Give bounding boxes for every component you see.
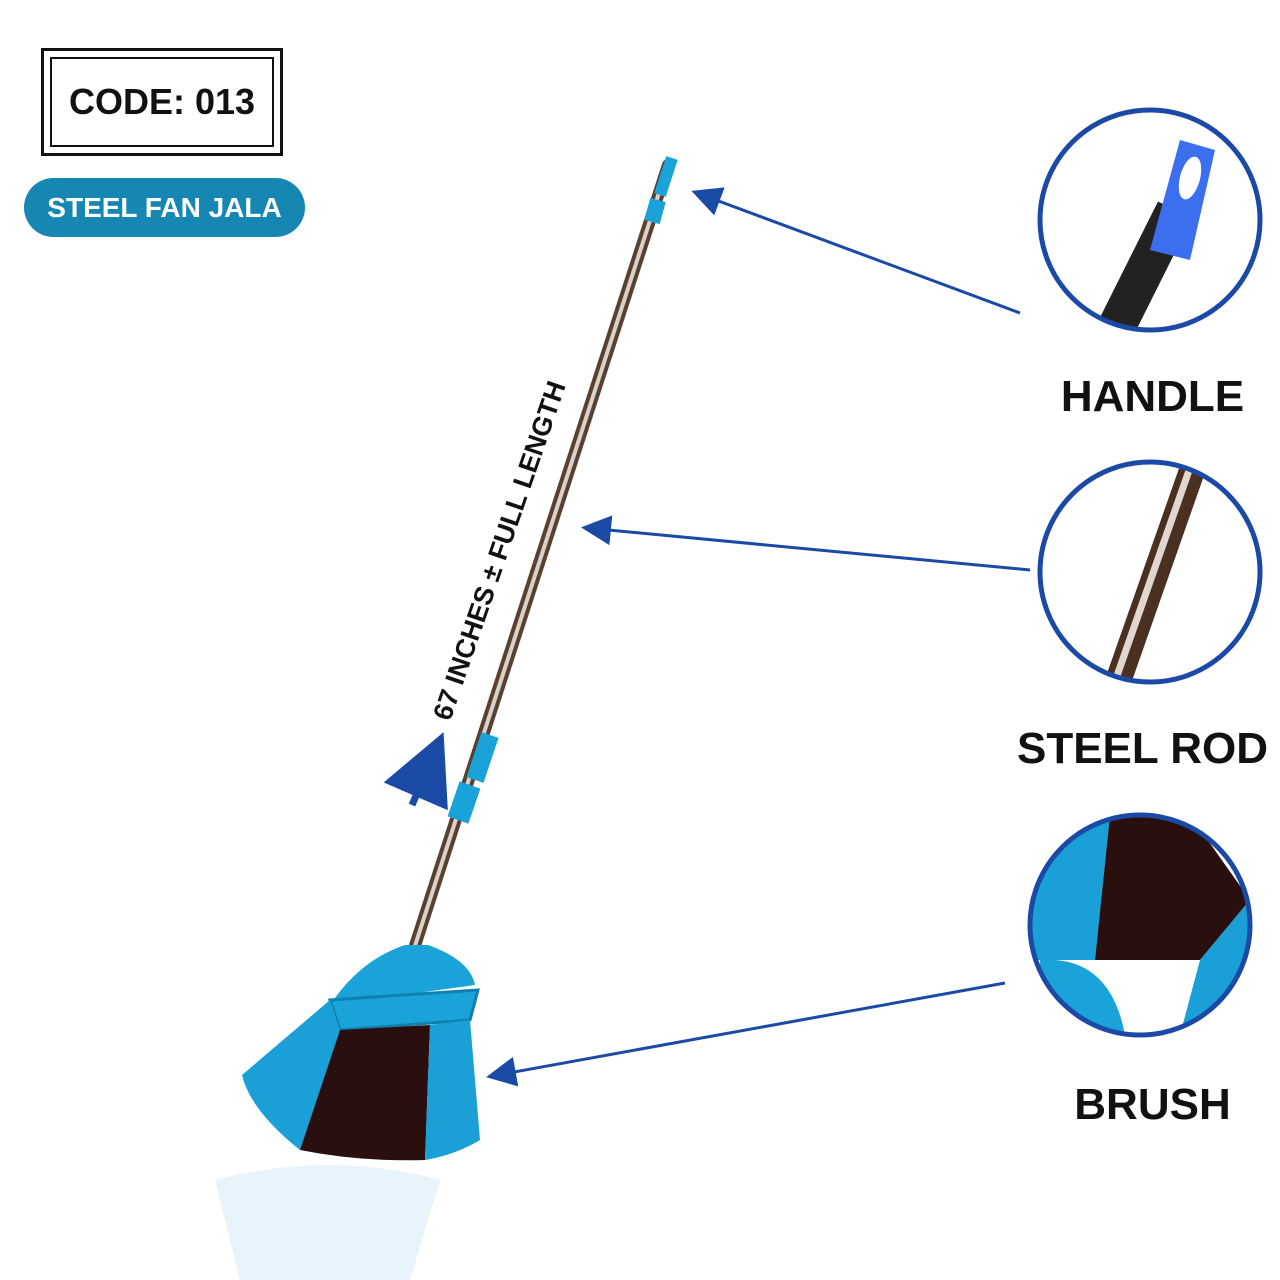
steel-rod-detail-circle <box>1037 459 1263 685</box>
handle-detail-circle <box>1037 107 1263 333</box>
product-code: CODE: 013 <box>50 57 274 147</box>
callout-label-handle: HANDLE <box>1060 372 1245 421</box>
brush-pointer-arrow <box>486 981 1006 1087</box>
brush-detail-circle <box>1027 812 1253 1038</box>
fan-brush <box>242 945 480 1161</box>
brush-reflection <box>215 1165 440 1280</box>
steel-rod <box>406 159 674 961</box>
length-arrow <box>383 732 448 811</box>
handle-pointer-arrow <box>691 187 1021 315</box>
product-name-badge: STEEL FAN JALA <box>24 178 305 237</box>
handle-tip <box>644 156 678 225</box>
callout-label-steel-rod: STEEL ROD <box>1016 724 1268 773</box>
rod-pointer-arrow <box>581 515 1031 572</box>
rod-joint <box>447 732 499 824</box>
callout-label-brush: BRUSH <box>1074 1080 1231 1129</box>
product-code-box: CODE: 013 <box>41 48 283 156</box>
